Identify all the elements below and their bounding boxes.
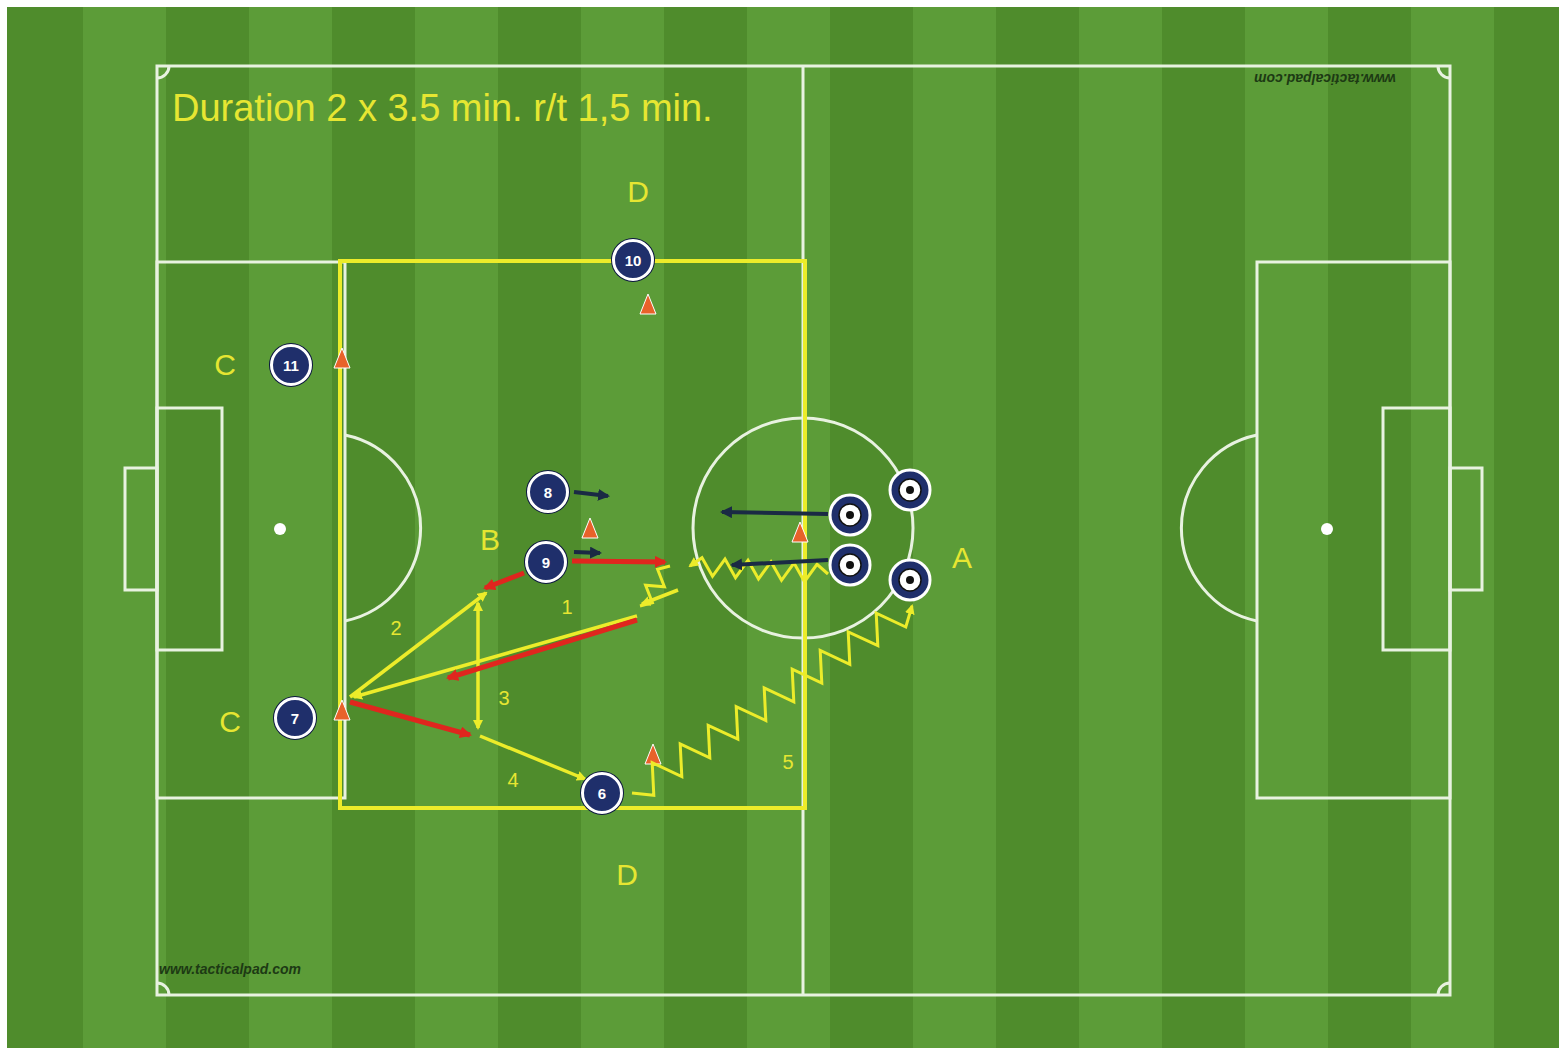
zone-letter: D bbox=[627, 177, 649, 207]
player-number: 6 bbox=[598, 786, 606, 801]
player-circle: 11 bbox=[270, 344, 312, 386]
pitch-markings bbox=[157, 262, 345, 798]
pitch-markings bbox=[1181, 435, 1257, 621]
pitch-markings bbox=[1438, 983, 1450, 995]
run-arrow bbox=[350, 702, 470, 735]
pitch-markings bbox=[157, 983, 169, 995]
pass-arrow bbox=[350, 590, 678, 779]
ball-player bbox=[846, 561, 854, 569]
ball-player bbox=[846, 486, 914, 584]
callout-number: 2 bbox=[390, 618, 401, 638]
cone bbox=[792, 522, 808, 542]
pitch-markings bbox=[125, 66, 1482, 995]
dribble-path bbox=[690, 558, 828, 582]
dribble-path bbox=[632, 606, 912, 795]
spots bbox=[274, 523, 286, 535]
ball-player bbox=[839, 504, 861, 526]
ball-player bbox=[830, 470, 930, 600]
zone-letter: A bbox=[952, 543, 972, 573]
ball-player bbox=[899, 479, 921, 501]
ball-player bbox=[890, 560, 930, 600]
pass-arrow bbox=[476, 603, 480, 728]
cone bbox=[334, 294, 808, 764]
zone-letter: D bbox=[616, 860, 638, 890]
run-arrow bbox=[572, 561, 665, 562]
player-number: 7 bbox=[291, 711, 299, 726]
player-circle: 8 bbox=[527, 471, 569, 513]
ball-player bbox=[830, 545, 870, 585]
ball-player bbox=[839, 479, 921, 591]
drill-zone bbox=[340, 261, 805, 808]
drill-title: Duration 2 x 3.5 min. r/t 1,5 min. bbox=[172, 89, 713, 127]
pass-arrow bbox=[642, 590, 678, 604]
zone-letter: C bbox=[214, 350, 236, 380]
watermark: www.tacticalpad.com bbox=[159, 962, 301, 976]
ball-player bbox=[906, 486, 914, 494]
callout-number: 1 bbox=[561, 597, 572, 617]
ball-player bbox=[839, 554, 861, 576]
cone bbox=[645, 744, 661, 764]
cone bbox=[334, 348, 350, 368]
ball-player bbox=[899, 569, 921, 591]
cone bbox=[334, 700, 350, 720]
dribble-path bbox=[632, 558, 912, 796]
player-number: 8 bbox=[544, 485, 552, 500]
pitch-markings bbox=[125, 468, 157, 590]
pass-arrow bbox=[354, 616, 637, 697]
pitch-markings bbox=[1257, 262, 1450, 798]
cone bbox=[640, 294, 656, 314]
player-circle: 10 bbox=[612, 239, 654, 281]
pitch-markings bbox=[1383, 408, 1450, 650]
move-arrow bbox=[722, 512, 828, 514]
player-number: 10 bbox=[625, 253, 642, 268]
zone-letter: B bbox=[480, 525, 500, 555]
move-arrow bbox=[732, 560, 828, 565]
ball-player bbox=[830, 495, 870, 535]
pitch-markings bbox=[157, 66, 169, 78]
pitch-markings bbox=[1438, 66, 1450, 78]
spots bbox=[1321, 523, 1333, 535]
pitch-markings bbox=[157, 408, 222, 650]
move-arrow bbox=[574, 492, 608, 496]
run-arrow bbox=[350, 561, 665, 735]
pitch-markings bbox=[345, 435, 421, 621]
run-arrow bbox=[448, 620, 637, 678]
callout-number: 4 bbox=[507, 770, 518, 790]
ball-player bbox=[846, 511, 854, 519]
player-circle: 7 bbox=[274, 697, 316, 739]
pitch-markings bbox=[157, 66, 1450, 995]
callout-number: 3 bbox=[498, 688, 509, 708]
cone bbox=[582, 518, 598, 538]
move-arrow bbox=[574, 492, 828, 565]
pitch-markings bbox=[1450, 468, 1482, 590]
ball-player bbox=[890, 470, 930, 510]
callout-number: 5 bbox=[782, 752, 793, 772]
player-number: 11 bbox=[283, 358, 299, 373]
player-number: 9 bbox=[542, 555, 550, 570]
ball-player bbox=[906, 576, 914, 584]
pass-arrow bbox=[350, 593, 486, 697]
player-circle: 9 bbox=[525, 541, 567, 583]
watermark: www.tacticalpad.com bbox=[1254, 72, 1396, 86]
move-arrow bbox=[574, 552, 600, 553]
player-circle: 6 bbox=[581, 772, 623, 814]
run-arrow bbox=[485, 573, 524, 588]
zone-letter: C bbox=[219, 707, 241, 737]
pass-arrow bbox=[480, 736, 585, 779]
